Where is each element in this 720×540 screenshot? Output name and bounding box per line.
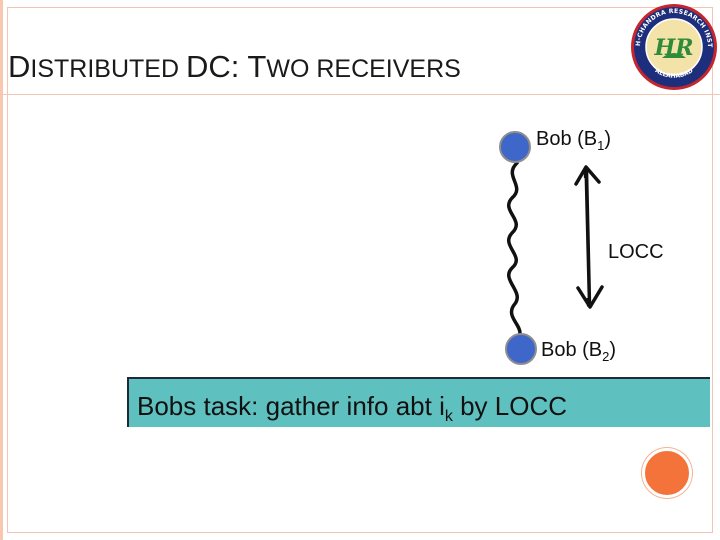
bob-b1-label-close: ) [604, 128, 612, 150]
left-accent-rule [0, 0, 3, 540]
decorative-orange-circle [642, 448, 692, 498]
entanglement-wavy-line [507, 161, 522, 335]
title-divider [0, 94, 720, 95]
title-word: DC: [185, 49, 248, 84]
locc-arrow [583, 168, 592, 308]
title-initial: T [247, 49, 267, 84]
task-text-suffix: by LOCC [452, 391, 568, 421]
task-text: Bobs task: gather info abt i [137, 391, 445, 421]
title-word: ISTRIBUTED [30, 55, 186, 83]
bob-b2-label-text: Bob (B [541, 339, 603, 361]
locc-label: LOCC [608, 241, 664, 263]
logo-monogram: HR [653, 35, 693, 61]
arrow-head-down [576, 285, 604, 309]
slide-title: DISTRIBUTED DC: TWO RECEIVERS [8, 48, 461, 85]
title-word: WO RECEIVERS [266, 55, 461, 83]
bob-b1-node [499, 131, 531, 163]
bob-b1-label: Bob (B1) [536, 128, 611, 153]
locc-arrow-shaft-highlight [583, 177, 588, 299]
arrow-head-up [574, 165, 601, 186]
slide-frame [7, 7, 713, 533]
bob-b2-label: Bob (B2) [541, 339, 616, 364]
bob-b2-node [505, 333, 537, 365]
task-subscript: k [444, 408, 453, 426]
title-initial: D [8, 49, 31, 84]
bob-b2-label-close: ) [609, 339, 617, 361]
bob-b2-subscript: 2 [602, 349, 610, 364]
task-callout: Bobs task: gather info abt ik by LOCC [127, 377, 710, 427]
bob-b1-subscript: 1 [597, 138, 605, 153]
institute-logo: HARISH-CHANDRA RESEARCH INSTITUTE ALLAHA… [629, 0, 717, 90]
bob-b1-label-text: Bob (B [536, 128, 598, 150]
